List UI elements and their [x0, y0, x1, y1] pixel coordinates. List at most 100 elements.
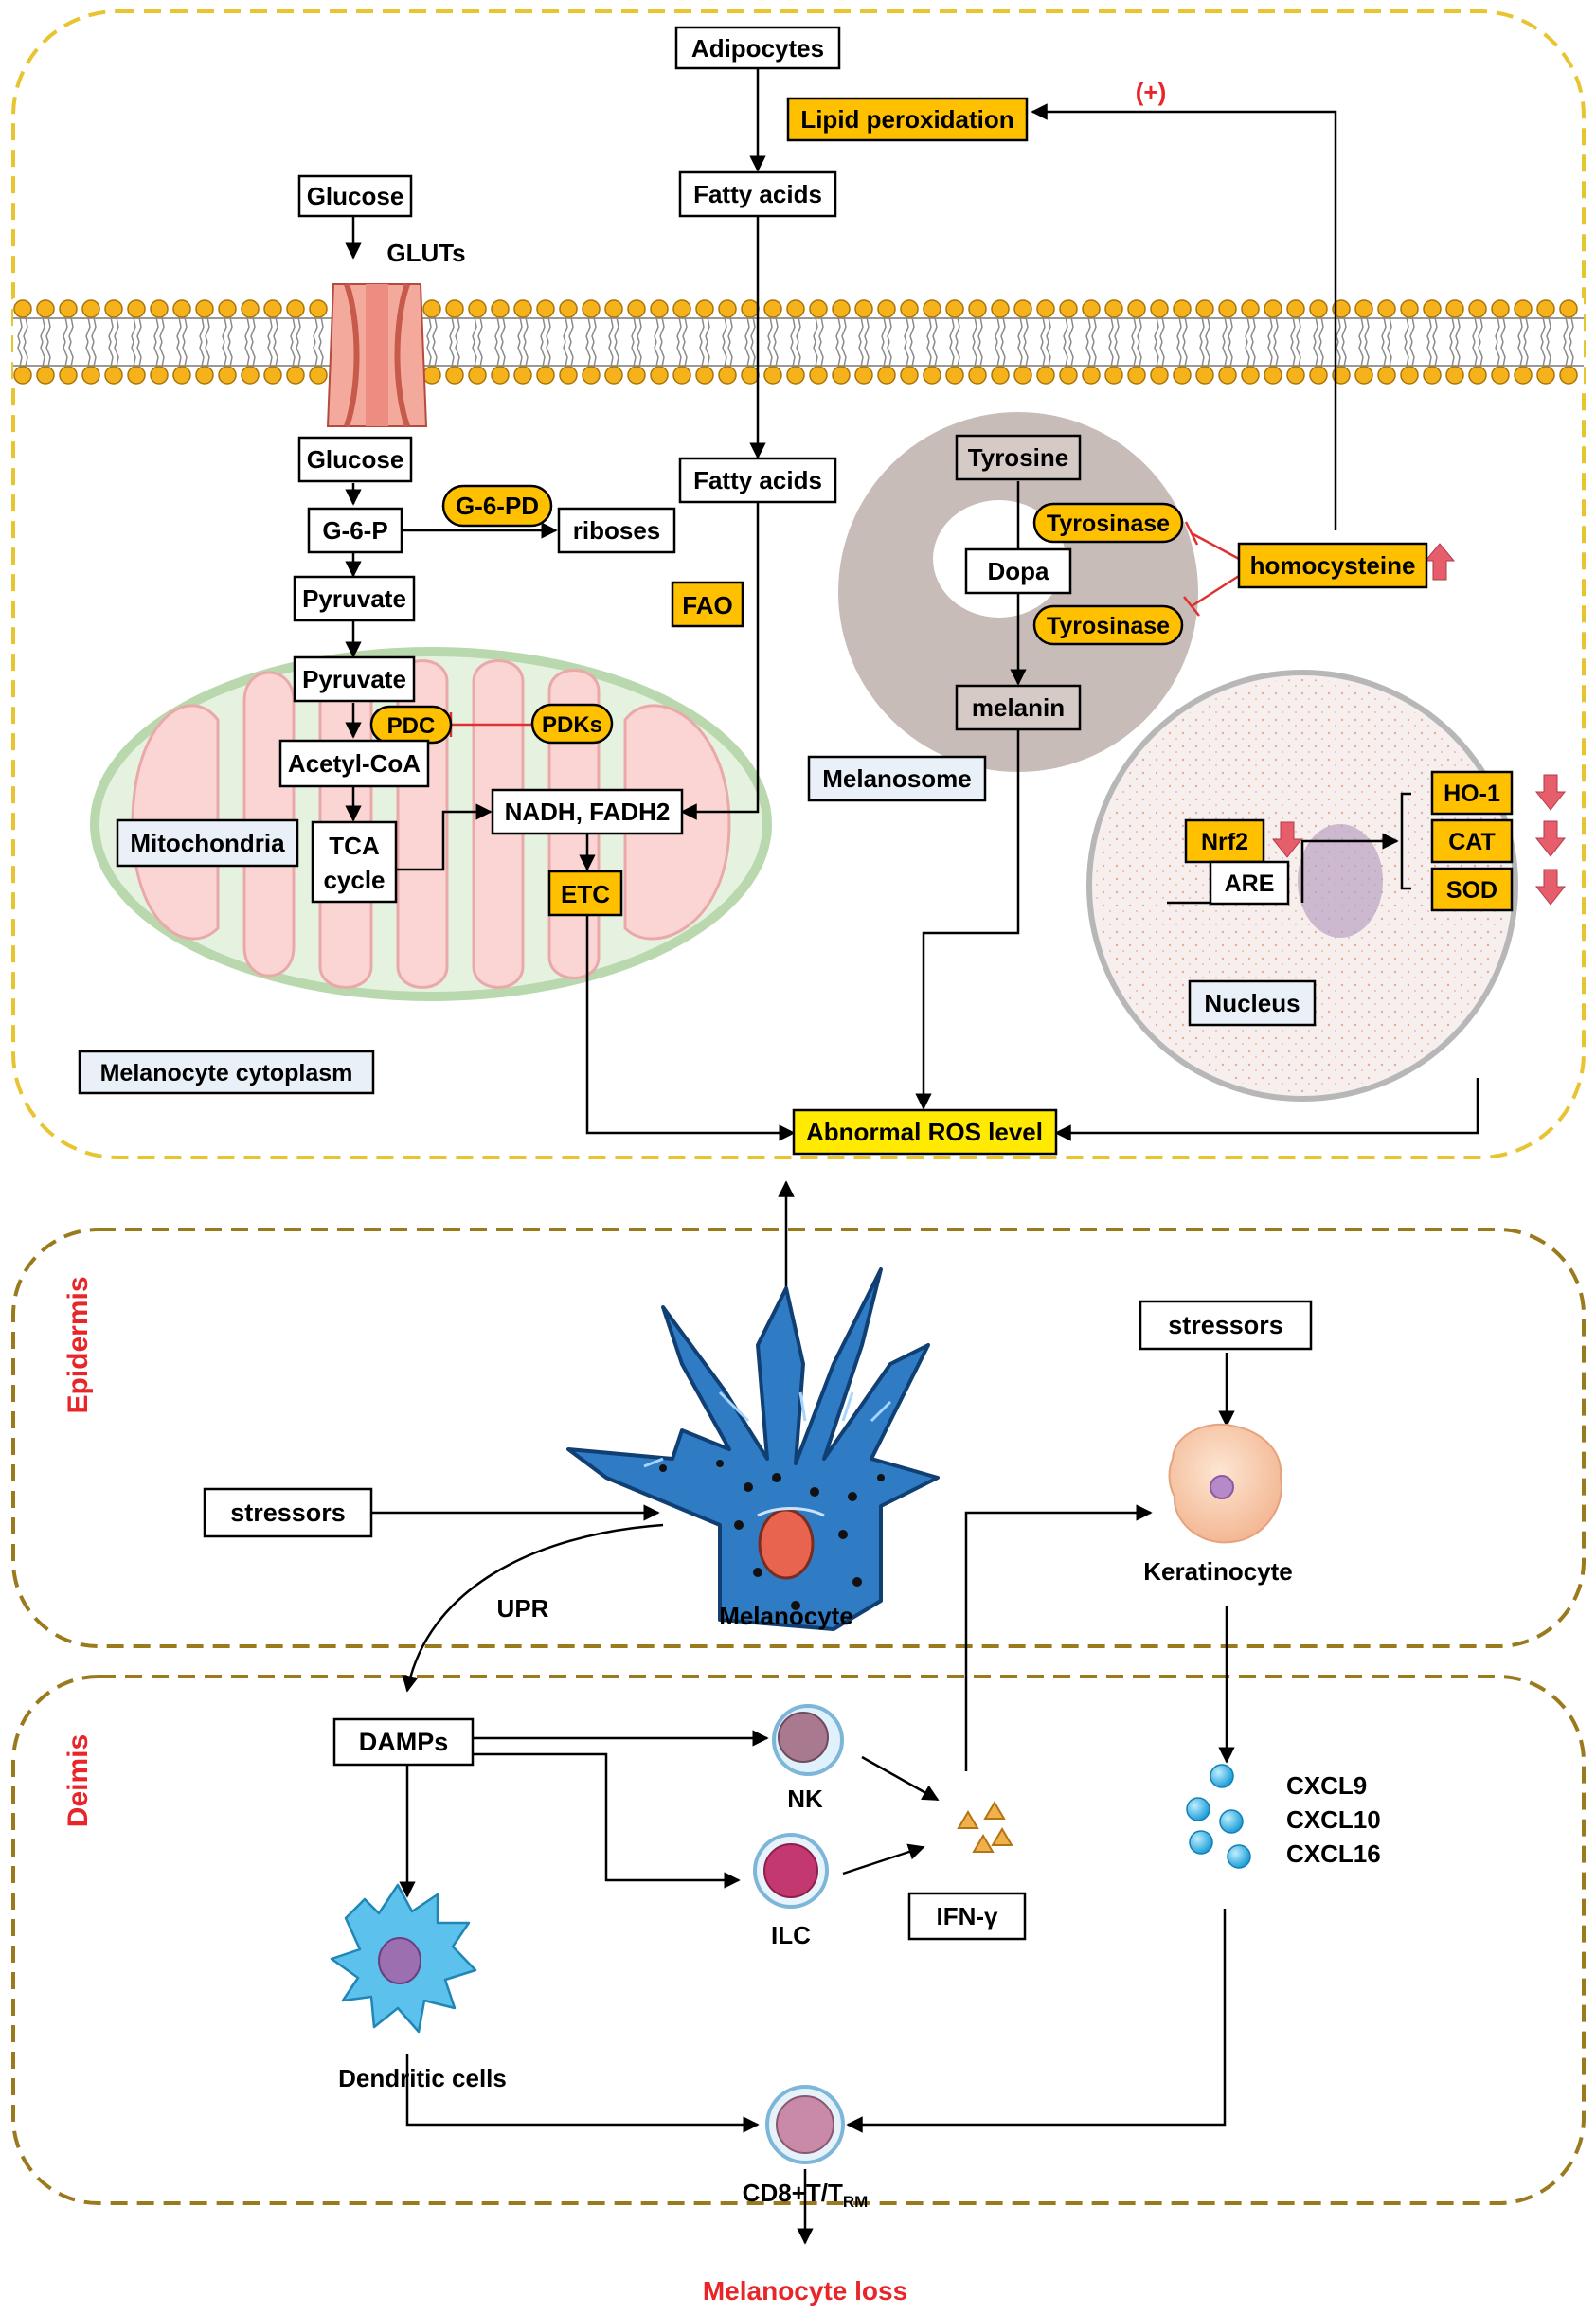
lipid-tail: [631, 341, 637, 368]
lipid-head: [672, 366, 691, 385]
lipid-tail: [1517, 341, 1523, 368]
lipid-tail: [136, 341, 142, 368]
lipid-tail: [790, 341, 796, 368]
lipid-head: [1104, 299, 1123, 318]
lipid-head: [263, 299, 282, 318]
lipid-head: [445, 299, 464, 318]
lipid-tail: [318, 341, 324, 368]
lipid-head: [1013, 299, 1032, 318]
lipid-tail: [1358, 316, 1364, 343]
lipid-head: [172, 299, 191, 318]
tyrosinase-bottom-label: Tyrosinase: [1047, 613, 1170, 639]
lipid-tail: [1068, 341, 1074, 368]
lipid-head: [172, 366, 191, 385]
ilc-label: ILC: [771, 1921, 811, 1949]
lipid-head: [1286, 299, 1305, 318]
upr-label: UPR: [497, 1594, 549, 1623]
nucleus-label: Nucleus: [1204, 989, 1300, 1017]
cytoplasm-region: [11, 9, 1586, 1159]
lipid-tail: [1000, 341, 1006, 368]
nrf2-label: Nrf2: [1201, 829, 1248, 855]
lipid-head: [1445, 299, 1464, 318]
lipid-head: [150, 299, 169, 318]
lipid-tail: [546, 341, 551, 368]
lipid-tail: [1273, 316, 1279, 343]
nadh-fadh2-label: NADH, FADH2: [505, 798, 671, 826]
lipid-tail: [972, 316, 977, 343]
lipid-tail: [17, 316, 23, 343]
lipid-tail: [659, 341, 665, 368]
lipid-tail: [932, 341, 938, 368]
lipid-head: [13, 366, 32, 385]
lipid-tail: [250, 316, 256, 343]
lipid-tail: [864, 316, 870, 343]
lipid-head: [491, 366, 510, 385]
lipid-tail: [835, 316, 841, 343]
lipid-head: [604, 299, 623, 318]
damps-label: DAMPs: [359, 1728, 449, 1756]
lipid-head: [1059, 299, 1078, 318]
lipid-tail: [796, 316, 801, 343]
lipid-tail: [68, 316, 74, 343]
lipid-head: [809, 366, 828, 385]
cat-down-arrow: [1534, 820, 1567, 857]
lipid-tail: [114, 316, 119, 343]
melanocyte-label: Melanocyte: [719, 1602, 853, 1630]
lipid-tail: [1176, 341, 1182, 368]
lipid-tail: [85, 341, 91, 368]
lipid-head: [1400, 366, 1419, 385]
lipid-head: [832, 299, 851, 318]
lipid-tail: [500, 316, 506, 343]
lipid-tail: [659, 316, 665, 343]
lipid-head: [1013, 366, 1032, 385]
lipid-tail: [40, 316, 45, 343]
cd8-t-cell-illustration: [765, 2085, 845, 2164]
lipid-tail: [40, 341, 45, 368]
lipid-tail: [477, 341, 483, 368]
lipid-head: [127, 299, 146, 318]
lipid-tail: [1159, 316, 1165, 343]
lipid-tail: [1245, 341, 1250, 368]
lipid-head: [195, 299, 214, 318]
lipid-tail: [682, 341, 688, 368]
lipid-tail: [159, 316, 165, 343]
lipid-peroxidation-label: Lipid peroxidation: [800, 105, 1013, 134]
lipid-tail: [977, 316, 983, 343]
dermis-label: Deimis: [63, 1734, 94, 1827]
lipid-head: [923, 366, 941, 385]
lipid-tail: [1199, 316, 1205, 343]
lipid-tail: [1267, 316, 1273, 343]
lipid-tail: [472, 316, 477, 343]
lipid-tail: [1569, 316, 1574, 343]
lipid-head: [900, 299, 919, 318]
lipid-tail: [1478, 341, 1483, 368]
lipid-tail: [1017, 316, 1023, 343]
lipid-tail: [1318, 316, 1324, 343]
lipid-tail: [676, 341, 682, 368]
lipid-head: [81, 299, 100, 318]
lipid-tail: [267, 341, 273, 368]
lipid-head: [1377, 299, 1396, 318]
lipid-head: [627, 299, 646, 318]
lipid-tail: [591, 341, 597, 368]
lipid-head: [1059, 366, 1078, 385]
epidermis-region: [11, 1228, 1586, 1648]
lipid-tail: [523, 341, 529, 368]
lipid-tail: [1364, 341, 1370, 368]
lipid-tail: [1495, 316, 1500, 343]
lipid-head: [513, 299, 532, 318]
lipid-tail: [1409, 316, 1415, 343]
lipid-tail: [1336, 341, 1341, 368]
pdks-label: PDKs: [542, 712, 602, 738]
glut-transporter: [326, 283, 428, 427]
lipid-tail: [1563, 316, 1569, 343]
lipid-tail: [773, 341, 779, 368]
lipid-head: [1264, 366, 1282, 385]
lipid-head: [650, 299, 669, 318]
lipid-head: [741, 299, 760, 318]
melanosome-label: Melanosome: [822, 764, 972, 793]
lipid-head: [1536, 366, 1555, 385]
lipid-tail: [1290, 341, 1296, 368]
lipid-head: [786, 366, 805, 385]
lipid-tail: [68, 341, 74, 368]
